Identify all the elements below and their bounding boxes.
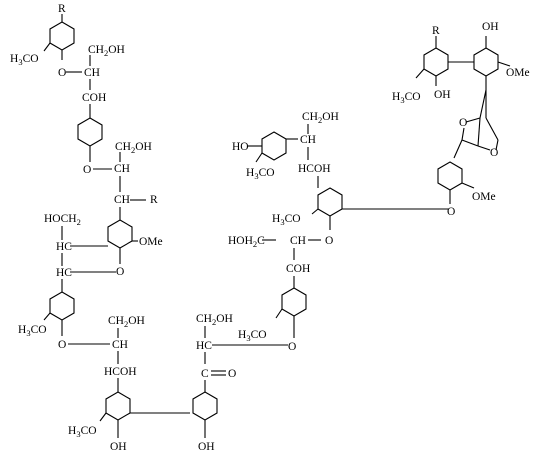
methoxy-label: H3CO [272,213,301,227]
substituent-r: R [58,3,66,15]
ether-oxygen: O [83,164,91,176]
ch-label: CH [114,163,130,175]
hc-label: HC [56,241,72,253]
methoxy-label: H3CO [18,324,47,338]
benzene-ring [317,187,343,217]
ome-label: OMe [139,236,163,248]
ring-oxygen: O [490,147,498,159]
methoxy-label: H3CO [68,425,97,439]
hydroxyl-label: OH [198,441,215,453]
carbonyl-carbon: C [201,368,209,380]
ch2oh-label: CH2OH [108,315,145,329]
hcoh-label: HCOH [104,366,137,378]
ch-label: CH [114,194,130,206]
hydroxyl-label: OH [482,21,499,33]
unit-center-3: H3CO O [238,287,307,353]
unit-right-bottom: OMe O [437,161,496,218]
coh-label: COH [286,263,310,275]
hoh2c-label: HOH2C [228,235,265,249]
benzene-ring [77,117,103,147]
unit-right-top: R H3CO OH OH OMe [392,21,530,105]
ether-oxygen: O [447,206,455,218]
ch-label: CH [300,134,316,146]
benzene-ring [192,391,218,421]
hydroxyl-label: HO [232,141,249,153]
benzene-ring [423,47,449,77]
benzene-ring [49,21,75,51]
coh-label: COH [82,92,106,104]
hoch2-label: HOCH2 [44,213,81,227]
unit-center-2: H3CO O HOH2C CH COH [228,187,448,288]
ether-oxygen: O [116,266,124,278]
ch2oh-label: CH2OH [88,44,125,58]
ring-oxygen: O [459,117,467,129]
unit-bottom-left: H3CO OH [68,391,190,453]
ether-oxygen: O [325,235,333,247]
hc-label: HC [196,340,212,352]
substituent-r: R [432,25,440,37]
unit-center-top: HO H3CO CH CH2OH HCOH [232,111,339,188]
methoxy-label: H3CO [10,53,39,67]
benzene-ring [107,219,133,249]
unit-top-left: R H3CO O CH CH2OH COH [10,3,125,118]
unit-bottom-center: OH C O HC CH2OH [192,313,288,453]
hydroxyl-label: OH [110,441,127,453]
hydroxyl-label: OH [434,89,451,101]
methoxy-label: H3CO [392,91,421,105]
ome-label: OMe [506,67,530,79]
ether-oxygen: O [288,341,296,353]
ether-oxygen: O [58,339,66,351]
methoxy-label: H3CO [238,329,267,343]
unit-left-2: O CH CH2OH CH R [77,117,158,220]
ch-label: CH [290,235,306,247]
carbonyl-oxygen: O [228,368,236,380]
ch2oh-label: CH2OH [115,141,152,155]
benzene-ring [261,131,287,161]
unit-left-3: OMe O [70,219,163,278]
benzene-ring [105,391,131,421]
substituent-r: R [150,194,158,206]
methoxy-label: H3CO [246,167,275,181]
ch2oh-label: CH2OH [196,313,233,327]
hc-label: HC [56,267,72,279]
ether-oxygen: O [58,67,66,79]
ch2oh-label: CH2OH [302,111,339,125]
unit-left-4: H3CO O CH CH2OH HCOH [18,291,145,392]
side-chain-left: HOCH2 HC HC [44,213,108,292]
hcoh-label: HCOH [298,163,331,175]
ch-label: CH [112,339,128,351]
benzene-ring [281,287,307,317]
ome-label: OMe [472,191,496,203]
ch-label: CH [84,67,100,79]
benzene-ring [473,47,499,77]
benzene-ring [437,161,463,191]
benzene-ring [49,291,75,321]
furofuran-ring: O O [453,89,499,159]
